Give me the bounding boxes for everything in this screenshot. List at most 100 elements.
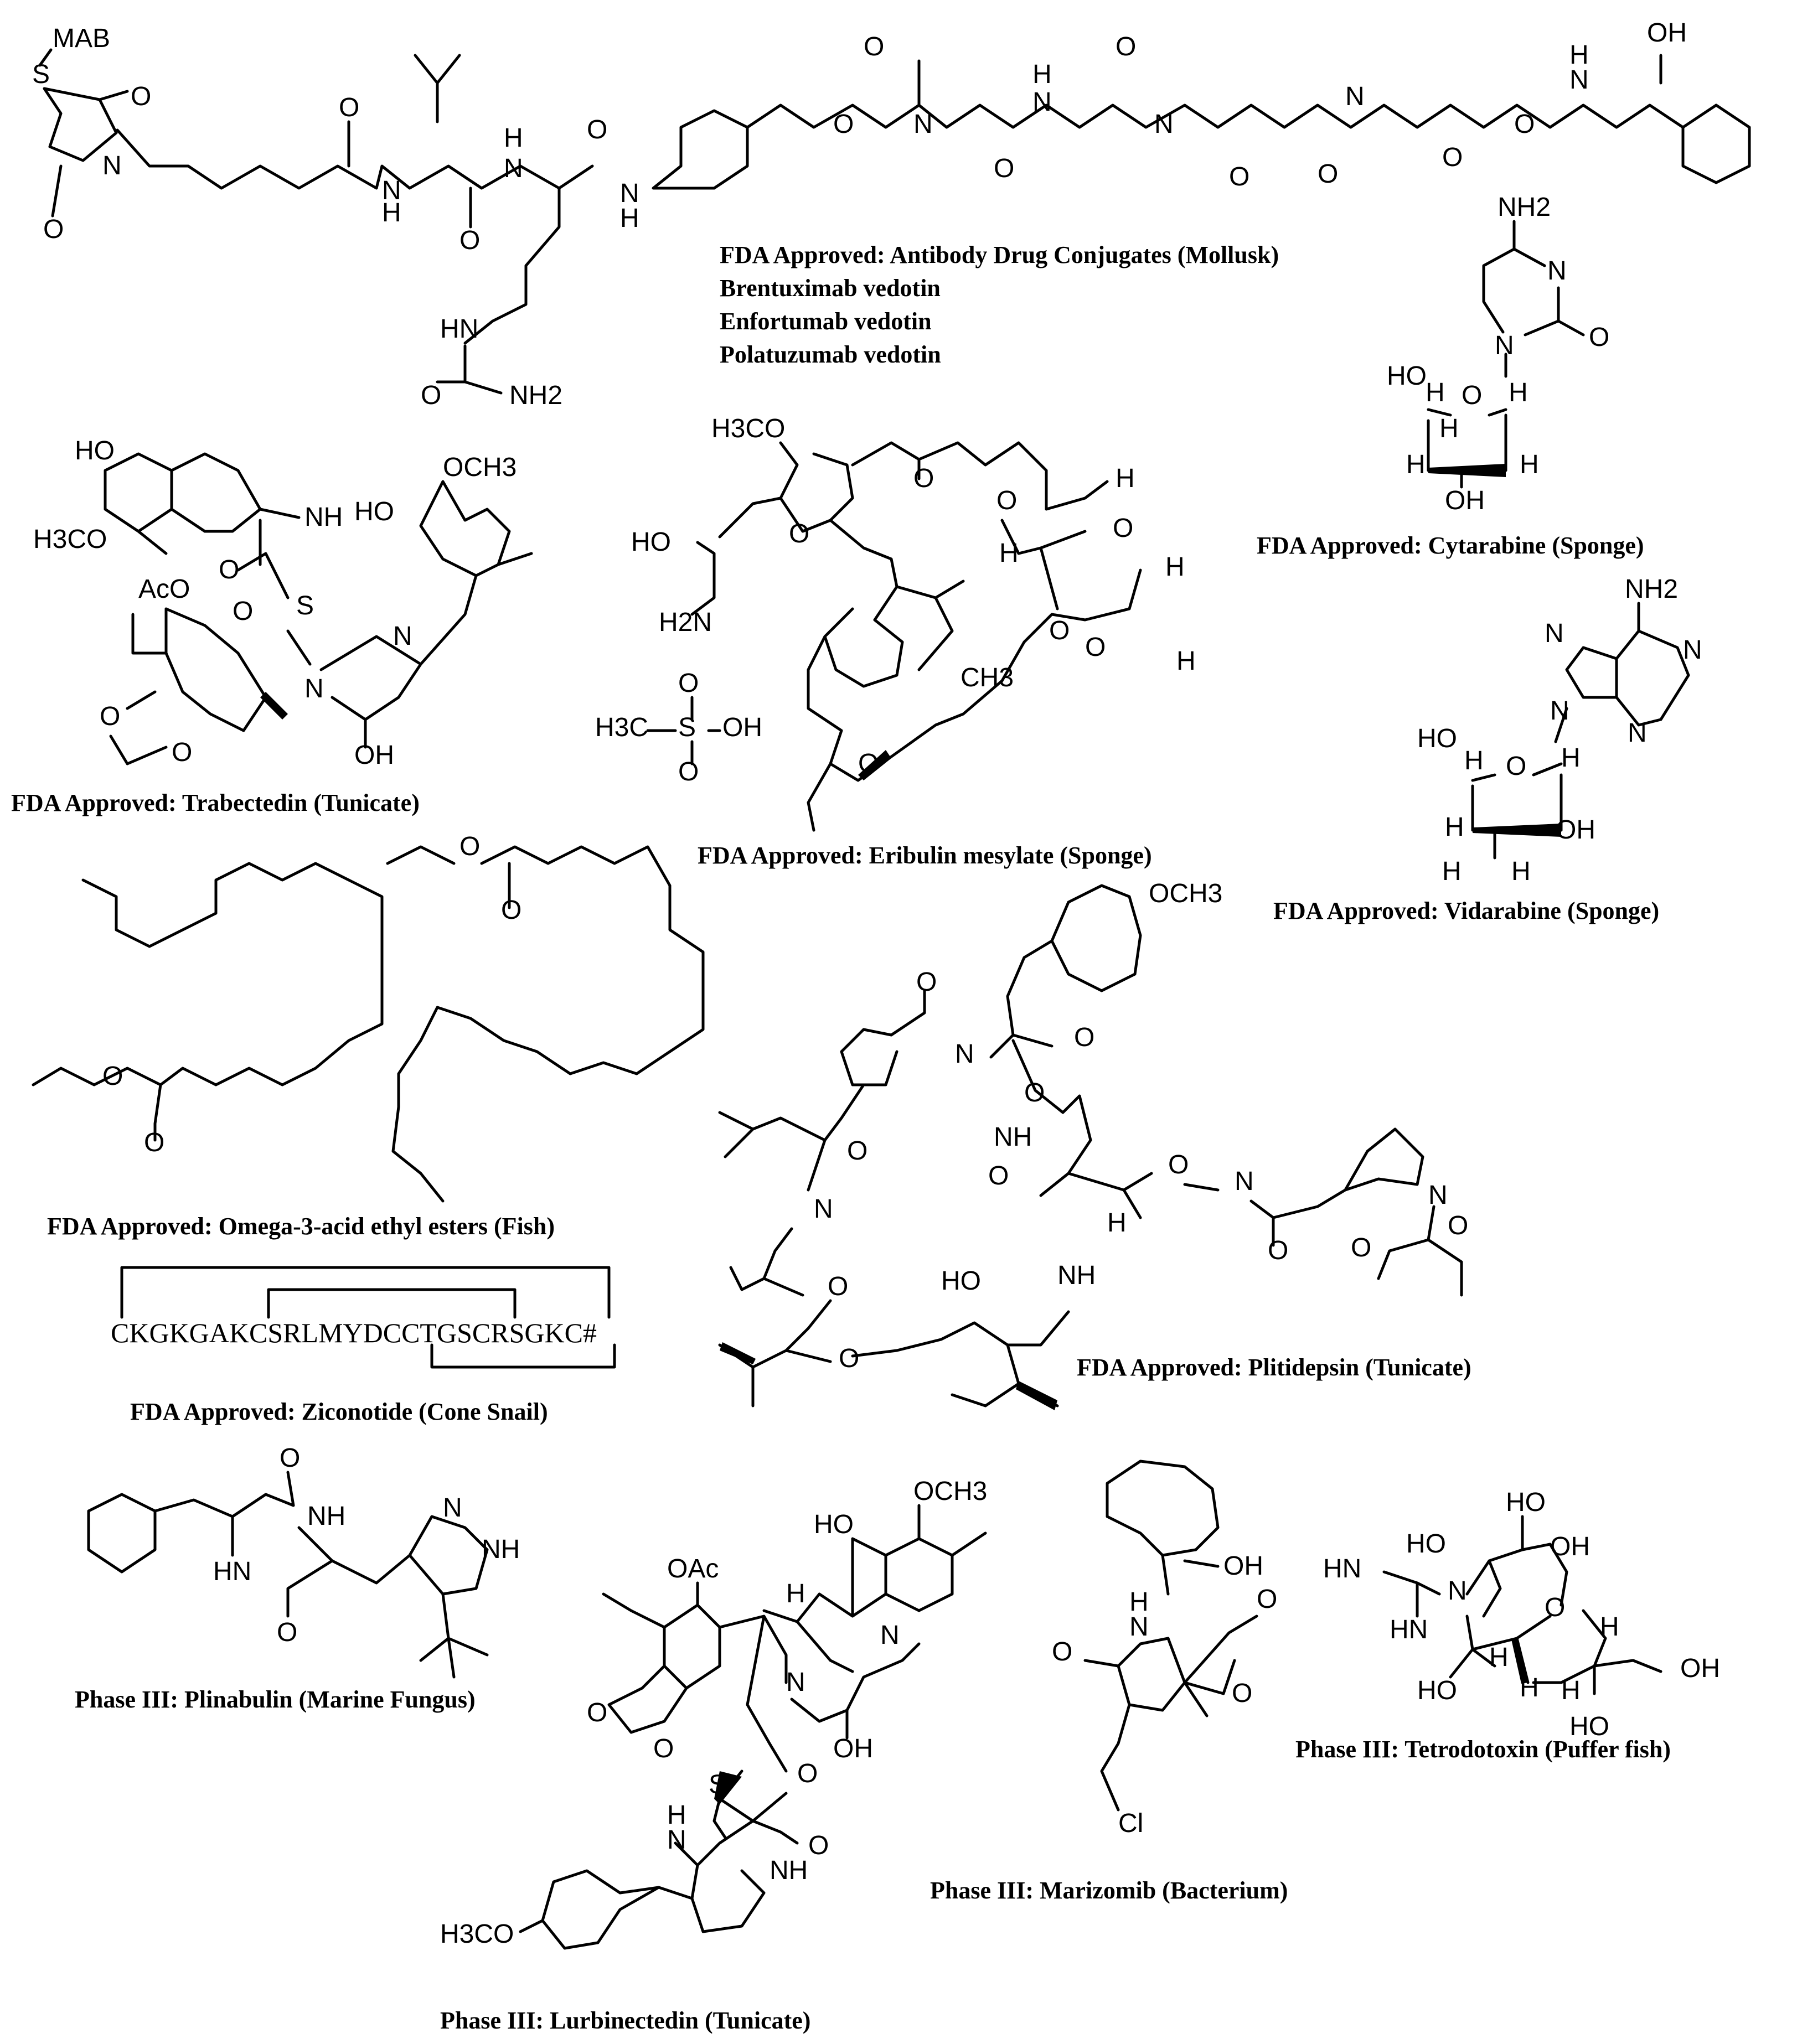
mar-atom-n: N xyxy=(1129,1612,1149,1642)
eri-atom-o8: O xyxy=(678,757,699,786)
adc-atom-o14: O xyxy=(421,381,441,410)
adc-atom-o9: O xyxy=(1116,32,1136,61)
lurbinectedin-structure: OCH3 HO OAc H N N O O OH S O O H N NH H3… xyxy=(440,1477,987,1950)
lurb-atom-och3: OCH3 xyxy=(913,1477,987,1506)
adc-atom-h5: H xyxy=(1569,40,1589,70)
lurb-atom-o4: O xyxy=(808,1831,829,1860)
pli-atom-o3: O xyxy=(1024,1078,1045,1108)
trab-atom-o3: O xyxy=(100,702,120,731)
cyt-atom-o2: O xyxy=(1589,323,1609,352)
ttx-atom-n: N xyxy=(1448,1576,1467,1606)
ziconotide-caption: FDA Approved: Ziconotide (Cone Snail) xyxy=(130,1398,548,1425)
ttx-atom-ho4: HO xyxy=(1569,1712,1609,1741)
lurbinectedin-caption: Phase III: Lurbinectedin (Tunicate) xyxy=(440,2007,810,2034)
eribulin-structure: H3CO O HO H2N O O H H O H O O H CH3 H3C … xyxy=(595,414,1196,832)
pli-atom-n3: N xyxy=(1428,1181,1448,1210)
pli-atom-o11: O xyxy=(828,1272,848,1301)
eri-atom-h2: H xyxy=(999,539,1019,568)
omega3-caption: FDA Approved: Omega-3-acid ethyl esters … xyxy=(47,1213,555,1240)
eribulin-caption: FDA Approved: Eribulin mesylate (Sponge) xyxy=(698,842,1152,869)
trab-atom-nh: NH xyxy=(304,503,343,532)
vid-atom-n7: N xyxy=(1545,619,1564,648)
trabectedin-caption: FDA Approved: Trabectedin (Tunicate) xyxy=(11,789,420,816)
vid-atom-nh2: NH2 xyxy=(1625,575,1678,604)
lurb-atom-o2: O xyxy=(653,1734,674,1763)
trab-atom-o1: O xyxy=(219,555,239,584)
pli-atom-och3: OCH3 xyxy=(1149,879,1222,908)
lurb-atom-n2: N xyxy=(786,1668,805,1697)
lurb-atom-h2: H xyxy=(667,1800,686,1830)
adc-caption-title: FDA Approved: Antibody Drug Conjugates (… xyxy=(720,241,1279,268)
mar-atom-h: H xyxy=(1129,1587,1149,1617)
adc-atom-o2: O xyxy=(43,215,64,244)
plin-atom-n: N xyxy=(443,1493,462,1523)
adc-atom-o12: O xyxy=(1442,143,1463,172)
ttx-atom-oh1: OH xyxy=(1550,1532,1590,1561)
plitidepsin-caption: FDA Approved: Plitidepsin (Tunicate) xyxy=(1077,1354,1471,1381)
ziconotide-structure: CKGKGAKCSRLMYDCCTGSCRSGKC# xyxy=(111,1266,616,1369)
trab-atom-oh: OH xyxy=(354,741,394,770)
plinabulin-caption: Phase III: Plinabulin (Marine Fungus) xyxy=(75,1686,476,1713)
vid-atom-ho: HO xyxy=(1417,724,1457,753)
adc-atom-n5: N xyxy=(913,110,933,139)
adc-caption-item-2: Enfortumab vedotin xyxy=(720,308,932,335)
eri-atom-oh: OH xyxy=(722,713,762,742)
cyt-atom-h4: H xyxy=(1439,414,1459,443)
lurb-atom-ho: HO xyxy=(814,1510,854,1539)
ttx-atom-h4: H xyxy=(1489,1643,1509,1672)
om3-atom-o1: O xyxy=(459,832,480,861)
cyt-atom-o4: O xyxy=(1462,381,1482,410)
adc-atom-n7: N xyxy=(1154,110,1174,139)
trab-atom-aco: AcO xyxy=(138,575,190,604)
lurb-atom-h3co: H3CO xyxy=(440,1919,514,1949)
eri-atom-h3c: H3C xyxy=(595,713,648,742)
lurb-atom-o1: O xyxy=(587,1698,607,1727)
adc-atom-nh2: NH2 xyxy=(509,381,562,410)
plin-atom-o1: O xyxy=(280,1443,300,1473)
pli-atom-nh1: N xyxy=(814,1194,833,1224)
adc-atom-h1: H xyxy=(382,198,401,227)
tetrodotoxin-caption: Phase III: Tetrodotoxin (Puffer fish) xyxy=(1295,1736,1671,1763)
adc-atom-o10: O xyxy=(1229,162,1249,192)
trab-atom-o4: O xyxy=(172,738,192,767)
ttx-atom-oh2: OH xyxy=(1680,1654,1720,1683)
adc-atom-n9: N xyxy=(1569,65,1589,95)
pli-atom-n1: N xyxy=(955,1039,974,1069)
pli-atom-o8: O xyxy=(1448,1211,1468,1240)
pli-atom-n2: N xyxy=(1235,1167,1254,1196)
ziconotide-sequence: CKGKGAKCSRLMYDCCTGSCRSGKC# xyxy=(111,1317,597,1348)
adc-atom-o6: O xyxy=(833,110,854,139)
pli-atom-ho: HO xyxy=(941,1266,981,1296)
mar-atom-oh: OH xyxy=(1223,1551,1263,1581)
ttx-atom-ho3: HO xyxy=(1417,1676,1457,1705)
om3-atom-o2: O xyxy=(501,896,521,925)
marizomib-caption: Phase III: Marizomib (Bacterium) xyxy=(930,1877,1288,1904)
ttx-atom-hn2: HN xyxy=(1390,1615,1428,1644)
eri-atom-ho: HO xyxy=(631,527,671,557)
eri-atom-h4: H xyxy=(1176,646,1196,676)
adc-atom-oh: OH xyxy=(1647,18,1687,48)
plitidepsin-structure: OCH3 O N O O O N H O N O N O O NH O HO O… xyxy=(718,879,1468,1410)
adc-atom-mab: MAB xyxy=(53,24,110,53)
pli-atom-o2: O xyxy=(1074,1023,1094,1052)
trab-atom-n1: N xyxy=(304,674,324,703)
plin-atom-o2: O xyxy=(277,1618,297,1647)
trab-atom-s: S xyxy=(296,591,314,620)
vid-atom-h3: H xyxy=(1445,813,1464,842)
omega3-structure: O O O O xyxy=(32,832,705,1203)
adc-caption-item-3: Polatuzumab vedotin xyxy=(720,341,941,368)
cyt-atom-h1: H xyxy=(1426,378,1445,407)
trab-atom-ho2: HO xyxy=(354,497,394,526)
pli-atom-o7: O xyxy=(1351,1233,1371,1262)
vidarabine-caption: FDA Approved: Vidarabine (Sponge) xyxy=(1273,897,1659,924)
ttx-atom-ho2: HO xyxy=(1406,1529,1446,1559)
adc-atom-o1: O xyxy=(131,82,151,111)
mar-atom-o3: O xyxy=(1232,1679,1252,1708)
eri-atom-o1: O xyxy=(913,464,934,493)
pli-atom-o12: O xyxy=(839,1344,859,1373)
vid-atom-h2: H xyxy=(1561,743,1581,773)
eri-atom-h3co: H3CO xyxy=(711,414,785,443)
pli-atom-o9: NH xyxy=(994,1122,1032,1152)
tetrodotoxin-structure: HO HO OH HN N HN H O H HO H HO H OH xyxy=(1323,1488,1720,1741)
cyt-atom-n1: N xyxy=(1495,331,1514,360)
